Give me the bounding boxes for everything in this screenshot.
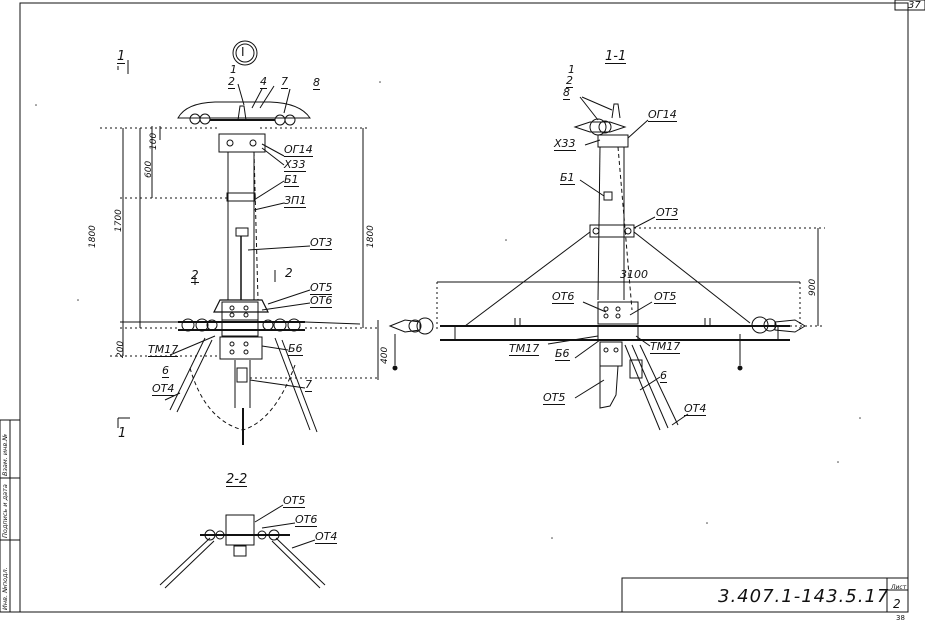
s11-callout-ot6: ОТ6 bbox=[552, 290, 575, 304]
s22-callout-ot6: ОТ6 bbox=[295, 513, 318, 527]
corner-number: 37 bbox=[908, 0, 921, 11]
stamp-signature-date: Подпись и дата bbox=[1, 484, 9, 538]
sheet-number: 2 bbox=[893, 597, 901, 611]
callout-ot5: ОТ5 bbox=[310, 281, 333, 295]
callout-7-bottom: 7 bbox=[305, 378, 312, 392]
callout-2: 2 bbox=[228, 75, 235, 89]
scan-specks bbox=[35, 81, 861, 539]
dim-600: 600 bbox=[144, 160, 154, 178]
dim-3100: 3100 bbox=[620, 268, 648, 281]
document-number: 3.407.1-143.5.17 bbox=[718, 586, 890, 607]
s11-callout-6: 6 bbox=[660, 369, 667, 383]
s11-callout-8: 8 bbox=[563, 86, 570, 100]
section-1-1-drawing bbox=[388, 96, 825, 431]
callout-x33: Х33 bbox=[284, 158, 306, 172]
s11-callout-ot3: ОТ3 bbox=[656, 206, 679, 220]
s11-callout-og14: ОГ14 bbox=[648, 108, 677, 122]
callout-1: 1 bbox=[230, 63, 237, 76]
section-2-2-drawing bbox=[159, 504, 326, 589]
dim-1700: 1700 bbox=[114, 209, 124, 232]
main-view-drawing bbox=[100, 40, 380, 445]
callout-b6: Б6 bbox=[288, 342, 303, 356]
callout-7-top: 7 bbox=[281, 75, 288, 89]
corner-box bbox=[894, 0, 925, 11]
section-2-2-title: 2-2 bbox=[226, 472, 248, 487]
s11-callout-ot5: ОТ5 bbox=[654, 290, 677, 304]
s11-callout-tm17-left: ТМ17 bbox=[509, 342, 540, 356]
s11-callout-tm17-right: ТМ17 bbox=[650, 340, 681, 354]
s11-callout-2: 2 bbox=[566, 74, 573, 88]
s11-callout-1: 1 bbox=[568, 63, 575, 76]
s11-callout-x33: Х33 bbox=[554, 137, 576, 151]
s11-callout-ot4: ОТ4 bbox=[684, 402, 707, 416]
section-1-1-title: 1-1 bbox=[605, 49, 627, 64]
title-block bbox=[621, 577, 909, 613]
s11-callout-ot5-bottom: ОТ5 bbox=[543, 391, 566, 405]
dim-200: 200 bbox=[116, 340, 126, 358]
s11-callout-b6: Б6 bbox=[555, 347, 570, 361]
dim-900: 900 bbox=[808, 278, 818, 296]
sheet-label: Лист bbox=[891, 584, 907, 591]
callout-og14: ОГ14 bbox=[284, 143, 313, 157]
page-number: 38 bbox=[896, 614, 905, 622]
dim-1800-left: 1800 bbox=[88, 225, 98, 248]
callout-4: 4 bbox=[260, 75, 267, 89]
dim-400: 400 bbox=[380, 346, 390, 364]
callout-zp1: ЗП1 bbox=[284, 194, 307, 208]
cut-marker-2-right: 2 bbox=[285, 266, 293, 280]
s11-callout-b1: Б1 bbox=[560, 171, 575, 185]
node-marker-I: I bbox=[241, 45, 245, 59]
stamp-inv-no: Инв. №подл. bbox=[1, 567, 9, 610]
sheet-frame bbox=[19, 2, 909, 613]
cut-marker-2-left: 2 bbox=[191, 268, 199, 283]
dim-100: 100 bbox=[149, 132, 159, 150]
callout-ot3: ОТ3 bbox=[310, 236, 333, 250]
section-marker-1-bottom: 1 bbox=[118, 426, 127, 441]
dim-1800-right: 1800 bbox=[366, 225, 376, 248]
stamp-replace-inv: Взам. инв.№ bbox=[1, 433, 9, 476]
callout-ot4: ОТ4 bbox=[152, 382, 175, 396]
s22-callout-ot5: ОТ5 bbox=[283, 494, 306, 508]
callout-tm17: ТМ17 bbox=[148, 343, 179, 357]
callout-ot6: ОТ6 bbox=[310, 294, 333, 308]
callout-6: 6 bbox=[162, 364, 169, 378]
s22-callout-ot4: ОТ4 bbox=[315, 530, 338, 544]
callout-b1: Б1 bbox=[284, 173, 299, 187]
callout-8: 8 bbox=[313, 76, 320, 90]
section-marker-1: 1 bbox=[117, 49, 126, 64]
